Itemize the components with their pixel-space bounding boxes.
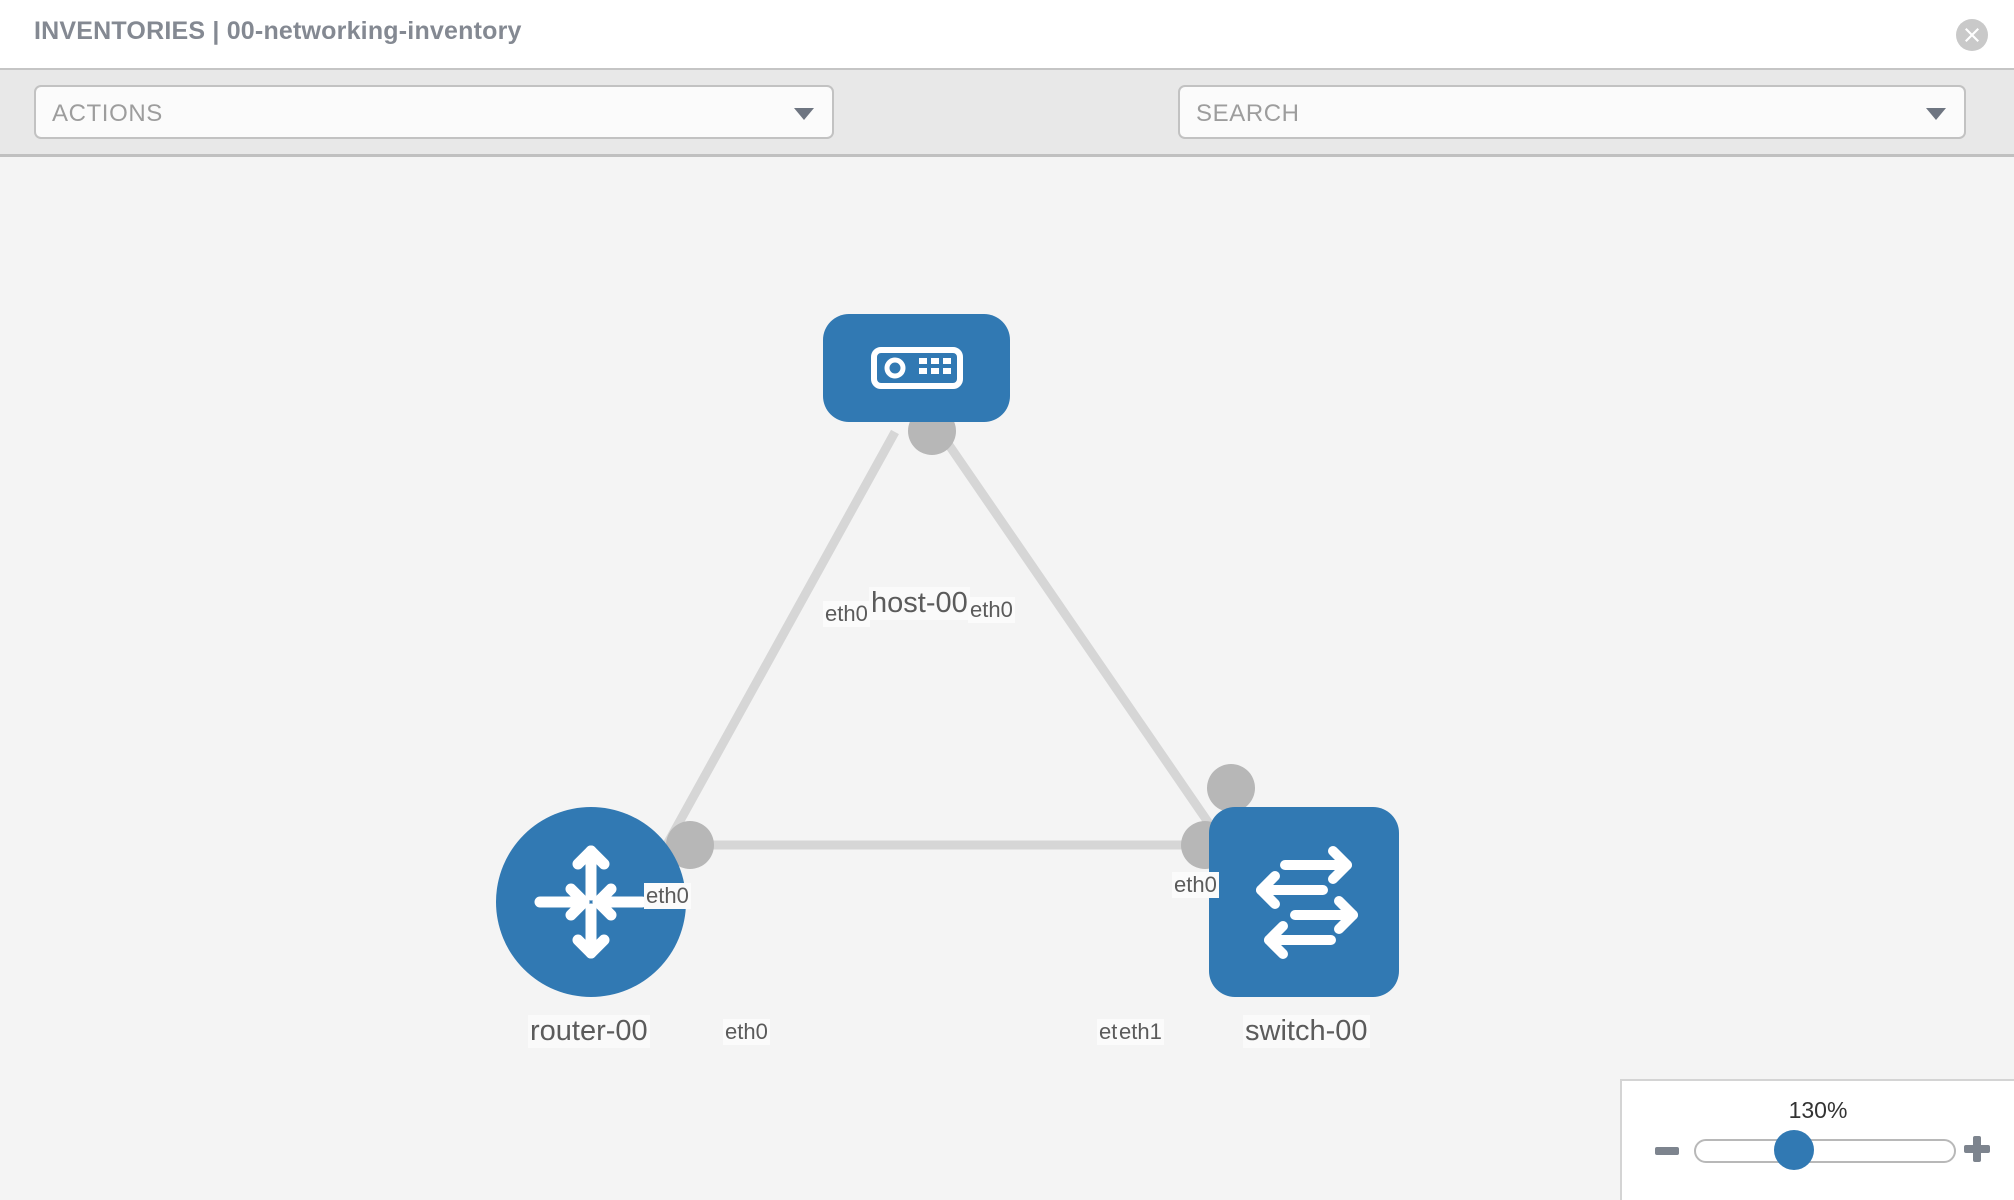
zoom-level-label: 130% <box>1788 1097 1848 1123</box>
node-label-host-00: host-00 <box>869 587 970 620</box>
search-input[interactable]: SEARCH <box>1178 85 1966 139</box>
toolbar: ACTIONS SEARCH <box>0 68 2014 196</box>
connector-router-right <box>666 821 714 869</box>
minus-icon[interactable] <box>1654 1138 1680 1164</box>
interface-label-router-uplink: eth0 <box>644 883 691 909</box>
node-label-router-00: router-00 <box>528 1015 650 1048</box>
zoom-control-panel: 130% <box>1620 1079 2014 1200</box>
plus-icon-glyph <box>1964 1136 1990 1162</box>
page-header: INVENTORIES | 00-networking-inventory <box>0 0 2014 68</box>
page-title: INVENTORIES | 00-networking-inventory <box>34 17 522 45</box>
interface-label-switch-uplink: eth0 <box>1172 872 1219 898</box>
close-icon-glyph <box>1965 28 1979 42</box>
topology-node-switch-00[interactable] <box>1209 807 1399 997</box>
minus-icon-glyph <box>1655 1147 1679 1155</box>
interface-label-router-right: eth0 <box>723 1019 770 1045</box>
topology-links <box>656 407 1255 869</box>
actions-dropdown-label: ACTIONS <box>52 100 163 127</box>
router-arrows-icon <box>534 845 648 959</box>
link-host-switch[interactable] <box>936 429 1236 860</box>
chevron-down-icon <box>1926 108 1946 120</box>
interface-label-switch-left-eth1: eth1 <box>1117 1019 1164 1045</box>
chevron-down-icon <box>794 108 814 120</box>
topology-node-router-00[interactable] <box>496 807 686 997</box>
actions-dropdown[interactable]: ACTIONS <box>34 85 834 139</box>
zoom-slider-track[interactable] <box>1694 1139 1956 1163</box>
close-icon[interactable] <box>1956 19 1988 51</box>
server-icon <box>870 347 963 389</box>
search-placeholder: SEARCH <box>1196 100 1300 127</box>
topology-node-host-00[interactable] <box>823 314 1010 422</box>
node-label-switch-00: switch-00 <box>1243 1015 1370 1048</box>
interface-label-host-right: eth0 <box>968 597 1015 623</box>
interface-label-host-left: eth0 <box>823 601 870 627</box>
topology-canvas[interactable]: host-00 router-00 switch-00 eth0 eth0 et… <box>0 157 2014 1200</box>
plus-icon[interactable] <box>1962 1134 1992 1164</box>
zoom-slider-thumb[interactable] <box>1774 1130 1814 1170</box>
switch-arrows-icon <box>1256 846 1358 959</box>
connector-switch-topleft <box>1207 764 1255 812</box>
link-host-router[interactable] <box>656 429 899 860</box>
